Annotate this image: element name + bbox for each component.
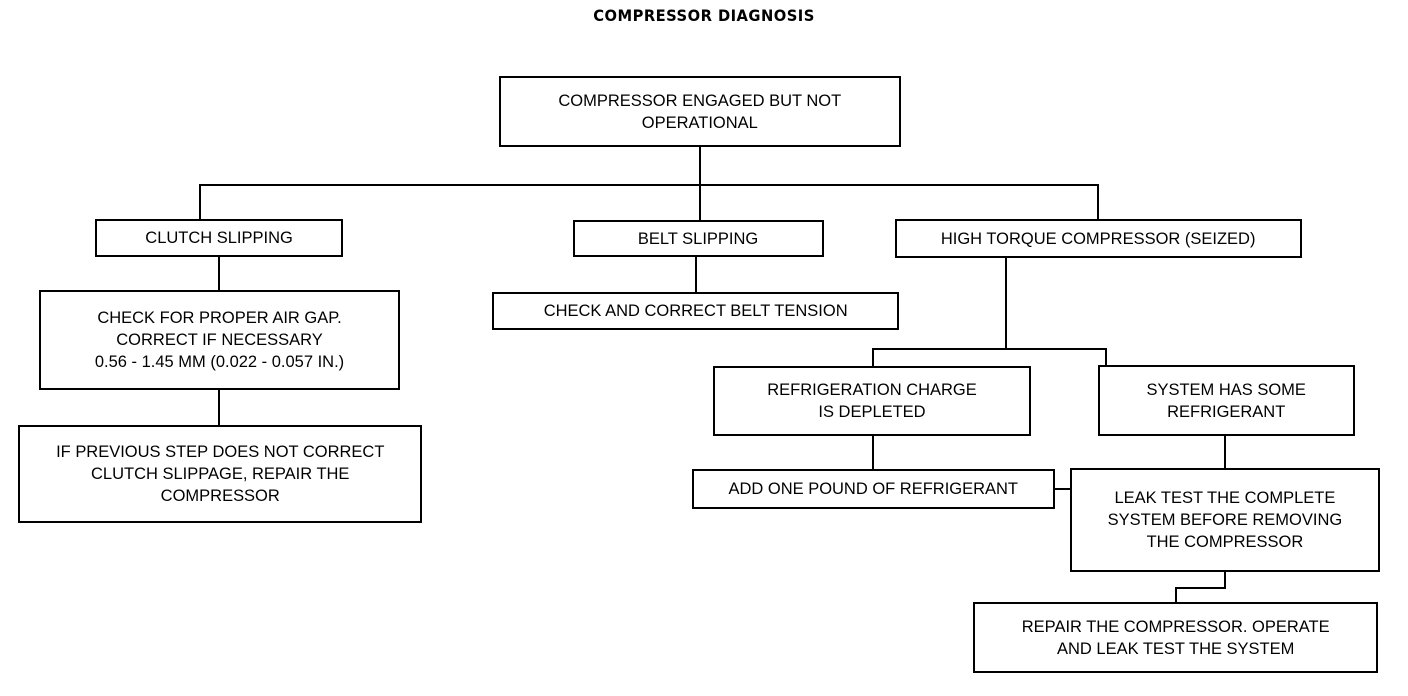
edge-add-pound-to-leak-test	[1054, 488, 1071, 490]
edge-airgap-to-repair	[218, 390, 220, 426]
edge-clutch-to-airgap	[218, 257, 220, 291]
node-label: ADD ONE POUND OF REFRIGERANT	[728, 479, 1019, 499]
edge-root-down	[699, 147, 701, 185]
edge-bus-to-high-torque	[1097, 184, 1099, 220]
edge-system-refrigerant-to-leak-test	[1224, 436, 1226, 469]
node-if-previous-step-does-not-correct[interactable]: IF PREVIOUS STEP DOES NOT CORRECT CLUTCH…	[18, 425, 422, 523]
node-label: CHECK AND CORRECT BELT TENSION	[543, 301, 848, 321]
node-label: COMPRESSOR ENGAGED BUT NOT OPERATIONAL	[558, 90, 842, 132]
node-label: HIGH TORQUE COMPRESSOR (SEIZED)	[941, 228, 1256, 248]
node-belt-slipping[interactable]: BELT SLIPPING	[573, 220, 824, 257]
node-check-for-proper-air-gap[interactable]: CHECK FOR PROPER AIR GAP. CORRECT IF NEC…	[39, 290, 400, 390]
edge-leak-test-to-final	[1175, 587, 1226, 589]
page-title: COMPRESSOR DIAGNOSIS	[593, 6, 815, 25]
node-label: IF PREVIOUS STEP DOES NOT CORRECT CLUTCH…	[55, 442, 385, 505]
edge-belt-to-tension	[695, 257, 697, 293]
node-system-has-some-refrigerant[interactable]: SYSTEM HAS SOME REFRIGERANT	[1098, 365, 1355, 436]
edge-bus-to-belt	[699, 184, 701, 221]
edge-bus2-to-refrig-charge	[872, 348, 874, 367]
edge-leak-test-down	[1224, 572, 1226, 588]
edge-final-down	[1175, 587, 1177, 603]
node-clutch-slipping[interactable]: CLUTCH SLIPPING	[95, 219, 343, 257]
node-label: CLUTCH SLIPPING	[145, 228, 293, 248]
node-label: REPAIR THE COMPRESSOR. OPERATE AND LEAK …	[1021, 616, 1330, 658]
node-compressor-engaged-but-not-operational[interactable]: COMPRESSOR ENGAGED BUT NOT OPERATIONAL	[499, 76, 901, 147]
node-add-one-pound-of-refrigerant[interactable]: ADD ONE POUND OF REFRIGERANT	[692, 469, 1055, 509]
node-label: LEAK TEST THE COMPLETE SYSTEM BEFORE REM…	[1107, 488, 1343, 551]
node-check-and-correct-belt-tension[interactable]: CHECK AND CORRECT BELT TENSION	[492, 292, 899, 330]
node-high-torque-compressor-seized[interactable]: HIGH TORQUE COMPRESSOR (SEIZED)	[895, 219, 1302, 258]
edge-bus2-to-system-refrigerant	[1105, 348, 1107, 366]
edge-bus-row2	[872, 348, 1107, 350]
edge-bus-to-clutch	[199, 184, 201, 220]
node-leak-test-the-complete-system[interactable]: LEAK TEST THE COMPLETE SYSTEM BEFORE REM…	[1070, 468, 1380, 572]
node-label: CHECK FOR PROPER AIR GAP. CORRECT IF NEC…	[94, 308, 345, 371]
node-label: BELT SLIPPING	[638, 228, 759, 248]
edge-bus-row1	[199, 184, 1099, 186]
node-repair-the-compressor-operate[interactable]: REPAIR THE COMPRESSOR. OPERATE AND LEAK …	[973, 602, 1378, 673]
node-label: REFRIGERATION CHARGE IS DEPLETED	[767, 380, 977, 421]
node-label: SYSTEM HAS SOME REFRIGERANT	[1146, 379, 1307, 421]
edge-refrig-charge-to-add-pound	[872, 436, 874, 470]
node-refrigeration-charge-is-depleted[interactable]: REFRIGERATION CHARGE IS DEPLETED	[713, 366, 1031, 436]
edge-high-torque-down	[1005, 258, 1007, 349]
